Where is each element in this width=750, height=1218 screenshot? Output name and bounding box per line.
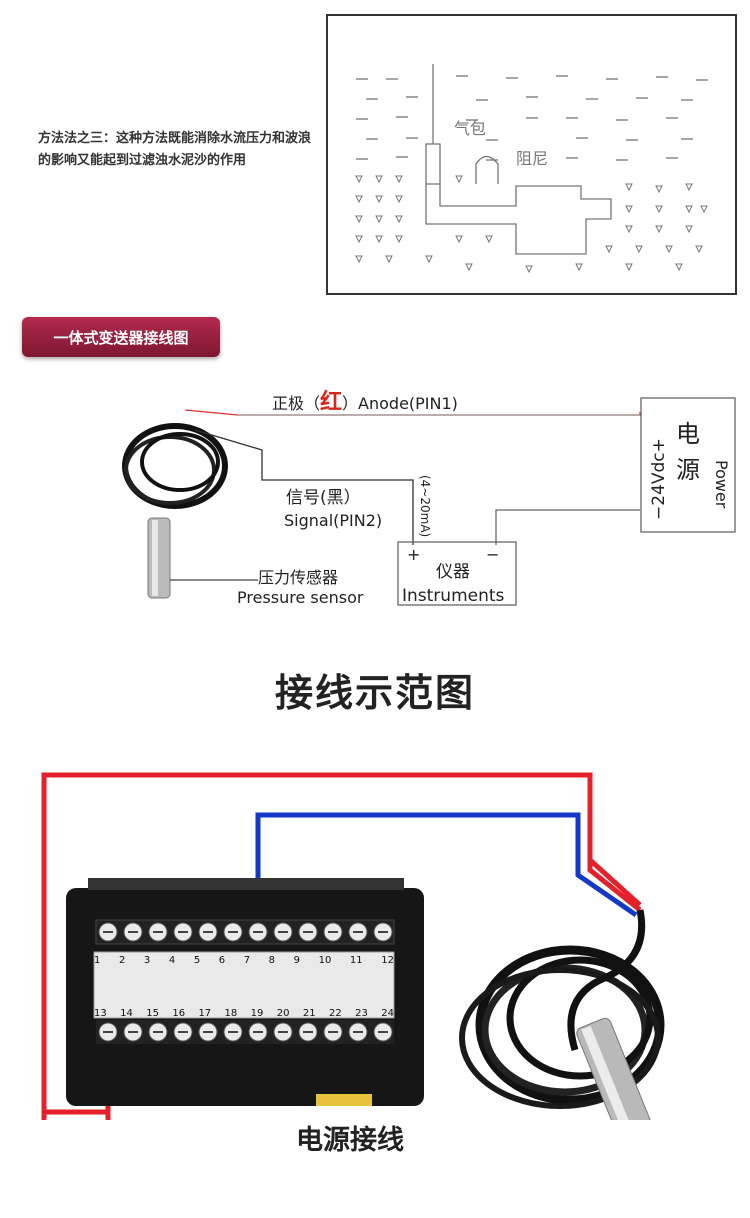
terminal-number: 16 (172, 1008, 186, 1019)
terminal-number: 20 (276, 1008, 290, 1019)
power-voltage-label: −24Vdc+ (649, 438, 669, 520)
signal-en-label: Signal(PIN2) (284, 511, 382, 530)
terminal-number: 9 (293, 955, 300, 966)
terminal-number: 3 (143, 955, 151, 966)
sketch-frame (326, 14, 737, 295)
terminal-label-panel (93, 951, 395, 1019)
terminal-number: 15 (146, 1008, 159, 1019)
terminal-number: 10 (318, 955, 332, 966)
bottom-terminal-numbers: 13 14 15 16 17 18 19 20 21 22 23 24 (94, 1008, 394, 1024)
anode-prefix: 正极（ (272, 394, 320, 413)
power-cn-label-1: 电 (676, 420, 700, 448)
wiring-diagram-banner: 一体式变送器接线图 (22, 317, 220, 357)
power-cn-label-2: 源 (676, 456, 700, 484)
instrument-en-label: Instruments (402, 586, 505, 606)
terminal-number: 5 (193, 955, 201, 966)
power-wiring-label: 电源接线 (296, 1125, 404, 1156)
power-en-label: Power (712, 460, 731, 509)
terminal-number: 11 (349, 955, 363, 966)
sensor-coil-icon (122, 423, 228, 599)
terminal-number: 8 (268, 955, 276, 966)
terminal-number: 1 (94, 955, 101, 966)
wiring-demo-title: 接线示范图 (274, 671, 475, 715)
blue-wire (255, 812, 638, 920)
air-bag-label: 气包 (454, 119, 486, 138)
instrument-cn-label: 仪器 (436, 562, 470, 582)
terminal-number: 17 (198, 1008, 212, 1019)
terminal-number: 7 (243, 955, 251, 966)
terminal-number: 23 (355, 1008, 368, 1019)
method-description: 方法法之三：这种方法既能消除水流压力和波浪的影响又能起到过滤浊水泥沙的作用 (38, 131, 312, 168)
sensor-en-label: Pressure sensor (237, 588, 364, 607)
wiring-photo (41, 772, 665, 1120)
terminal-number: 22 (328, 1008, 342, 1019)
top-terminal-numbers: 1 2 3 4 5 6 7 8 9 10 11 12 (94, 955, 394, 971)
terminal-number: 14 (120, 1008, 133, 1019)
instrument-plus: + (407, 545, 420, 564)
svg-text:正极（红）Anode(PIN1): 正极（红）Anode(PIN1) (272, 389, 458, 415)
terminal-number: 4 (168, 955, 176, 966)
terminal-number: 21 (302, 1008, 316, 1019)
water-sketch: 气包 阻尼 (355, 64, 708, 274)
terminal-number: 19 (250, 1008, 264, 1019)
terminal-number: 6 (218, 955, 226, 966)
current-label: (4~20mA) (418, 475, 432, 537)
terminal-number: 12 (381, 955, 394, 966)
damping-label: 阻尼 (516, 149, 548, 168)
signal-cn-label: 信号(黑） (286, 488, 361, 508)
anode-red-label: 红 (320, 389, 342, 415)
anode-suffix: ）Anode(PIN1) (342, 394, 458, 413)
wiring-diagram: 正极（红）Anode(PIN1) 信号(黑） Signal(PIN2) (4~2… (122, 389, 736, 607)
terminal-number: 24 (381, 1008, 394, 1019)
instrument-minus: − (486, 545, 499, 564)
terminal-number: 2 (118, 955, 126, 966)
terminal-number: 13 (94, 1008, 107, 1019)
probe-coil-icon (459, 909, 665, 1120)
terminal-number: 18 (224, 1008, 238, 1019)
sensor-cn-label: 压力传感器 (258, 568, 338, 587)
